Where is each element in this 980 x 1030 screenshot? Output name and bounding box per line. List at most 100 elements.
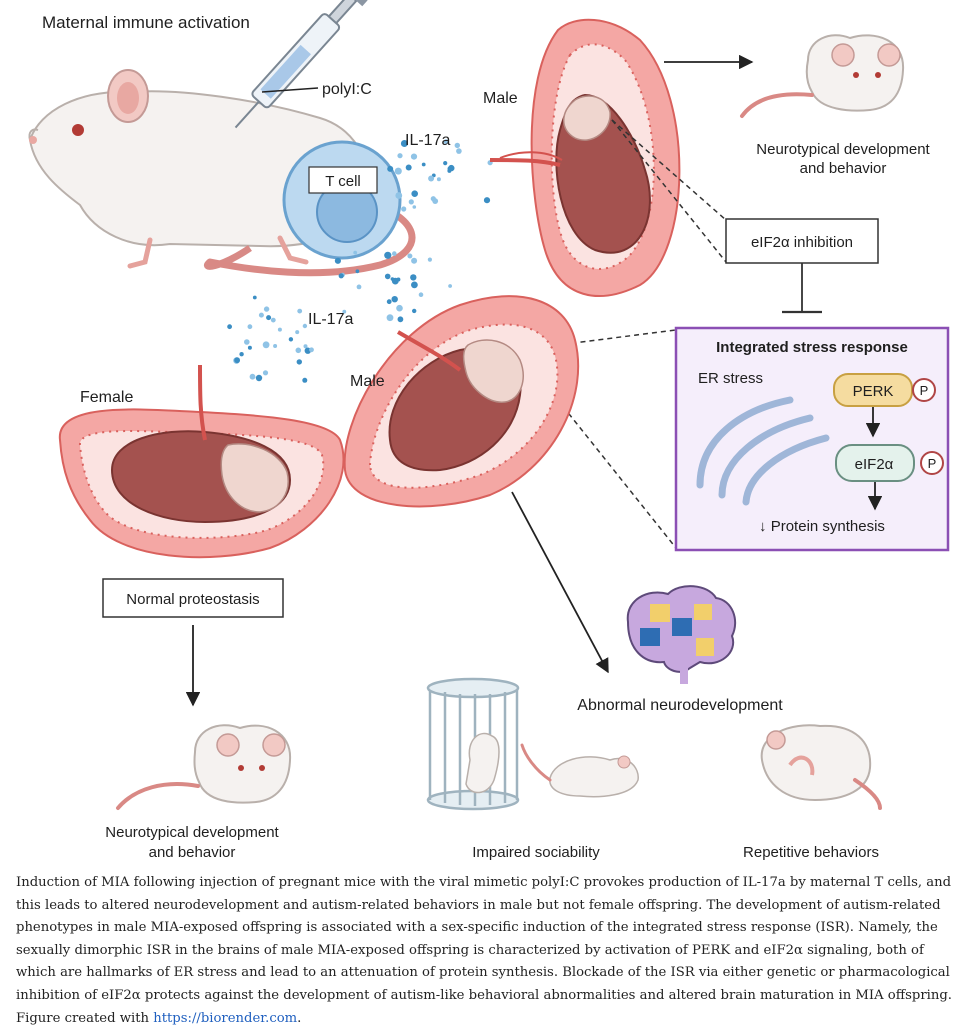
outcome-bottom-line2: and behavior (149, 844, 236, 861)
cytokine-dot (270, 317, 276, 323)
cytokine-dot (411, 257, 418, 264)
cytokine-dot (302, 377, 308, 383)
t-cell: T cell (282, 140, 402, 260)
cytokine-dot (410, 153, 418, 160)
cytokine-dot (234, 357, 241, 364)
cytokine-dot (386, 299, 392, 305)
polyic-pointer (261, 87, 319, 93)
cytokine-dot (427, 257, 432, 262)
syringe-icon (234, 0, 368, 129)
cytokine-dot (443, 139, 449, 145)
cytokine-dot (295, 347, 302, 354)
brain-puzzle-icon (626, 585, 737, 684)
cytokine-dot (418, 292, 424, 298)
caption-text: Induction of MIA following injection of … (16, 875, 952, 1026)
cytokine-dot (421, 162, 426, 167)
uterus-female (58, 364, 345, 559)
repetitive-label: Repetitive behaviors (743, 844, 879, 861)
cytokine-dot (262, 370, 269, 376)
cytokine-dot (392, 251, 397, 256)
figure-title: Maternal immune activation (42, 13, 250, 32)
cytokine-dot (384, 251, 392, 259)
cytokine-dot (391, 277, 399, 285)
cytokine-dot (255, 374, 263, 382)
male-bottom-label: Male (350, 373, 385, 390)
cytokine-dot (394, 167, 402, 175)
cytokine-dot (273, 344, 278, 348)
il17a-cytokines (227, 139, 493, 383)
perk-phospho (912, 378, 936, 402)
cytokine-dot (456, 148, 462, 154)
il17a-label-bottom: IL-17a (308, 311, 353, 328)
cytokine-dot (353, 250, 358, 255)
figure-caption: Induction of MIA following injection of … (16, 872, 966, 1030)
normal-proteostasis-box (102, 578, 284, 618)
eif2a-phospho-label: P (928, 456, 937, 471)
outcome-bottom-line1: Neurotypical development (105, 824, 279, 841)
cytokine-dot (405, 164, 412, 171)
cytokine-dot (309, 347, 314, 353)
eif2a-label: eIF2α (855, 456, 894, 473)
cytokine-dot (483, 197, 491, 204)
cytokine-dot (386, 314, 394, 322)
perk-phospho-label: P (920, 383, 929, 398)
cytokine-dot (244, 339, 250, 345)
cytokine-dot (263, 306, 270, 312)
cytokine-dot (296, 359, 302, 365)
cytokine-dot (262, 341, 270, 349)
outcome-top-line2: and behavior (800, 160, 887, 177)
impaired-label: Impaired sociability (472, 844, 600, 861)
cytokine-dot (454, 142, 460, 149)
cytokine-dot (247, 324, 253, 330)
cytokine-dot (258, 312, 264, 318)
cytokine-dot (397, 153, 403, 159)
cytokine-dot (302, 323, 308, 329)
cytokine-dot (288, 337, 294, 342)
eif2a-node (835, 444, 915, 482)
cytokine-dot (252, 295, 257, 300)
cytokine-dot (447, 168, 452, 173)
dashed-connectors (517, 119, 727, 549)
isr-panel: Integrated stress response ER stress PER… (674, 326, 950, 552)
cytokine-dot (443, 161, 448, 166)
mouse-top-right (740, 34, 905, 118)
cytokine-dot (266, 315, 272, 321)
cytokine-dot (239, 352, 244, 357)
cytokine-dot (448, 284, 452, 288)
cytokine-dot (391, 296, 398, 303)
male-top-label: Male (483, 90, 518, 107)
cytokine-dot (428, 175, 435, 182)
outcome-top-line1: Neurotypical development (756, 141, 930, 158)
eif2a-inhibition-label: eIF2α inhibition (751, 234, 853, 251)
er-stress-label: ER stress (698, 370, 763, 387)
perk-label: PERK (853, 383, 894, 400)
er-icon (696, 396, 830, 506)
isr-title: Integrated stress response (716, 339, 908, 356)
cytokine-dot (411, 190, 419, 197)
cytokine-dot (412, 308, 417, 314)
mouse-bottom-left (116, 724, 292, 810)
cytokine-dot (342, 309, 347, 314)
cytokine-dot (407, 253, 413, 259)
cytokine-dot (408, 199, 414, 205)
cytokine-dot (412, 205, 417, 209)
cytokine-dot (295, 330, 300, 335)
cytokine-dot (400, 140, 408, 147)
mia-diagram: Maternal immune activation polyI:C T cel… (28, 0, 950, 861)
caged-mouse (465, 732, 500, 794)
cytokine-dot (355, 269, 360, 274)
cytokine-dot (297, 308, 303, 314)
cytokine-dot (384, 273, 391, 280)
cytokine-dot (249, 373, 256, 380)
t-cell-label: T cell (325, 173, 361, 190)
cytokine-dot (277, 327, 282, 332)
arrow-abnormal (511, 491, 609, 674)
cytokine-dot (396, 304, 403, 312)
polyic-label: polyI:C (322, 81, 372, 98)
cytokine-dot (303, 344, 308, 349)
cytokine-dot (338, 273, 344, 279)
cytokine-dot (410, 274, 417, 281)
il17a-label-top: IL-17a (405, 132, 450, 149)
biorender-link[interactable]: https://biorender.com (153, 1010, 298, 1026)
cytokine-dot (432, 198, 439, 205)
